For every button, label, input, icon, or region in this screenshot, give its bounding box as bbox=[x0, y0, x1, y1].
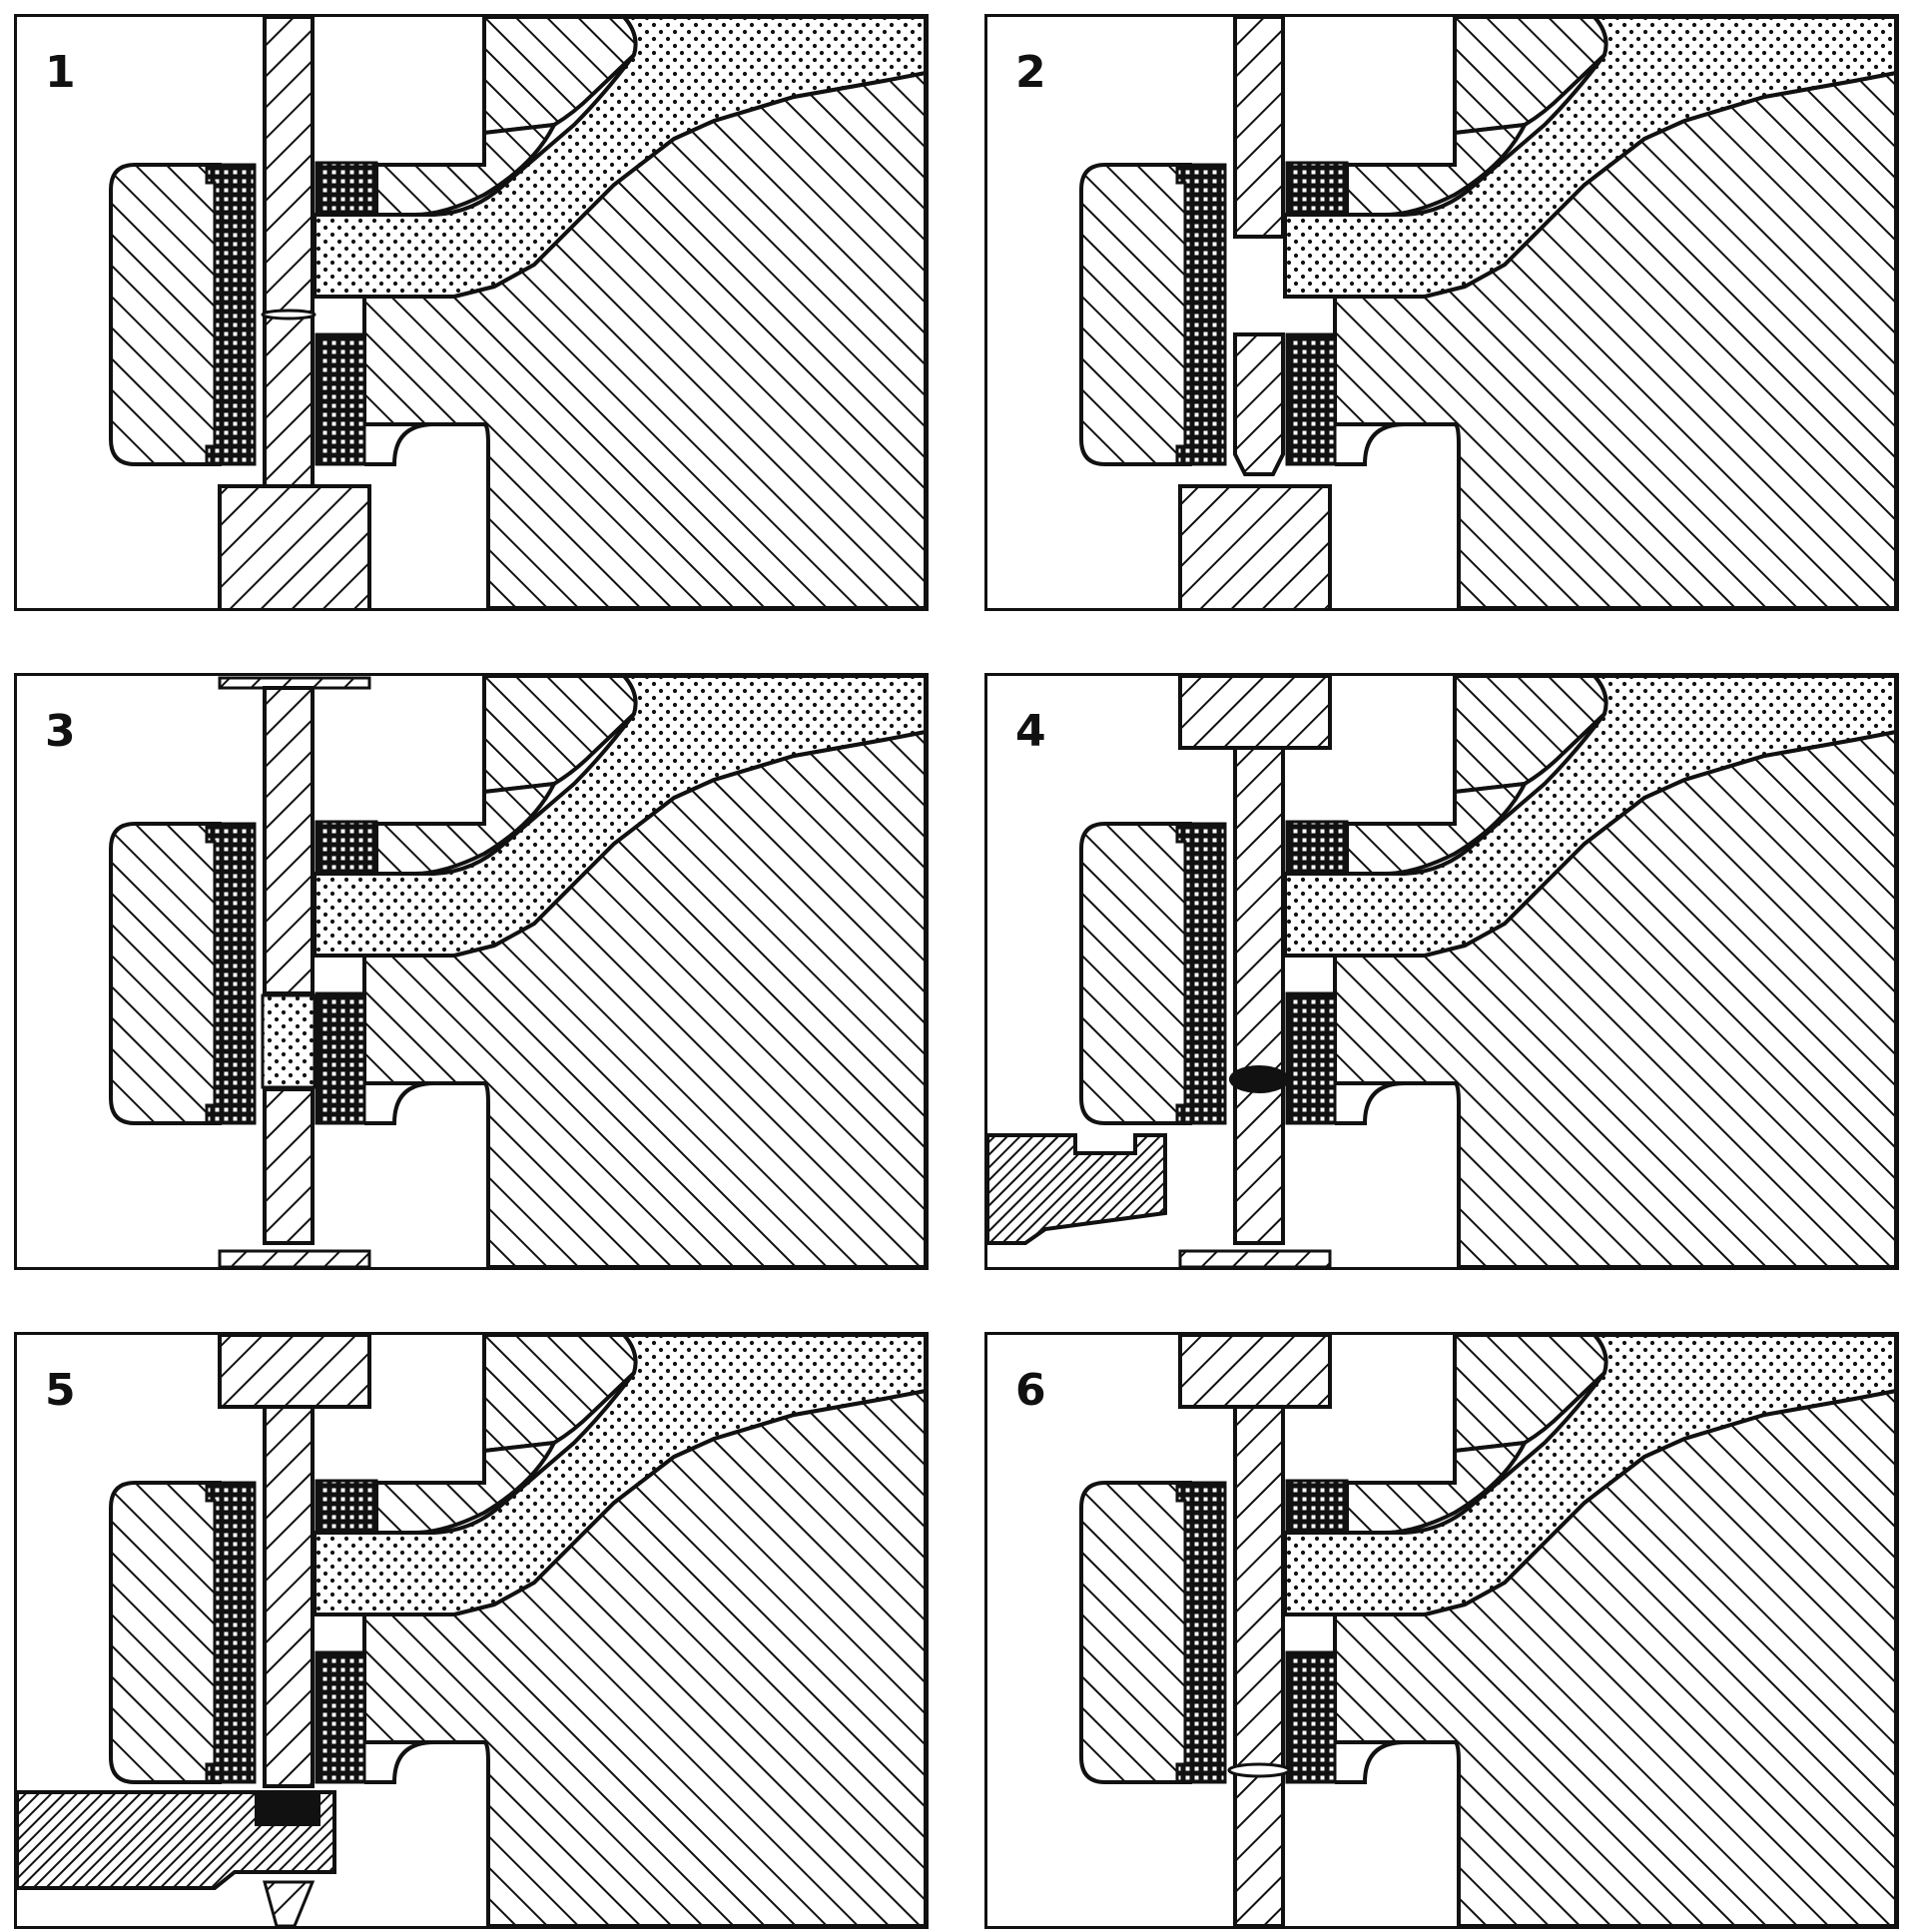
diagram-panel-4: 4 bbox=[984, 673, 1899, 1270]
panel-1-drawing: 1 bbox=[14, 14, 929, 611]
pin-upper bbox=[1233, 15, 1285, 239]
punch-block bbox=[1178, 1333, 1332, 1409]
panel-number: 4 bbox=[1015, 706, 1046, 757]
sheared-material bbox=[255, 1794, 320, 1826]
pin bbox=[1233, 746, 1285, 1245]
bottom-plate bbox=[1178, 1249, 1332, 1269]
diagram-panel-3: 3 bbox=[14, 673, 929, 1270]
pin-upper bbox=[263, 686, 315, 995]
pin-upper bbox=[263, 15, 315, 315]
pin-notch bbox=[1227, 1762, 1291, 1778]
panel-number: 5 bbox=[45, 1365, 76, 1416]
panel-number: 3 bbox=[45, 706, 76, 757]
panel-4-drawing: 4 bbox=[984, 673, 1899, 1270]
panel-number: 2 bbox=[1015, 47, 1046, 98]
anvil-block bbox=[218, 484, 371, 611]
pin-notch bbox=[261, 309, 317, 321]
diagram-panel-6: 6 bbox=[984, 1332, 1899, 1929]
panel-6-drawing: 6 bbox=[984, 1332, 1899, 1929]
pin-lower bbox=[263, 315, 315, 498]
panel-3-drawing: 3 bbox=[14, 673, 929, 1270]
diagram-panel-1: 1 bbox=[14, 14, 929, 611]
anvil-block bbox=[1178, 484, 1332, 611]
cut-fragment bbox=[263, 1880, 316, 1928]
cutting-tool bbox=[985, 1133, 1167, 1245]
deformed-head bbox=[1229, 1065, 1289, 1093]
panel-5-drawing: 5 bbox=[14, 1332, 929, 1929]
diagram-panel-5: 5 bbox=[14, 1332, 929, 1929]
pin bbox=[263, 1405, 315, 1788]
panel-number: 6 bbox=[1015, 1365, 1046, 1416]
diagram-panel-2: 2 bbox=[984, 14, 1899, 611]
bottom-plate bbox=[218, 1249, 371, 1269]
panel-2-drawing: 2 bbox=[984, 14, 1899, 611]
panel-number: 1 bbox=[45, 47, 76, 98]
punch-block bbox=[218, 1333, 371, 1409]
pin-lower bbox=[1233, 332, 1285, 476]
pin bbox=[1233, 1405, 1285, 1928]
filled-slot bbox=[261, 993, 317, 1089]
punch-block bbox=[1178, 674, 1332, 750]
pin-lower bbox=[263, 1087, 315, 1245]
